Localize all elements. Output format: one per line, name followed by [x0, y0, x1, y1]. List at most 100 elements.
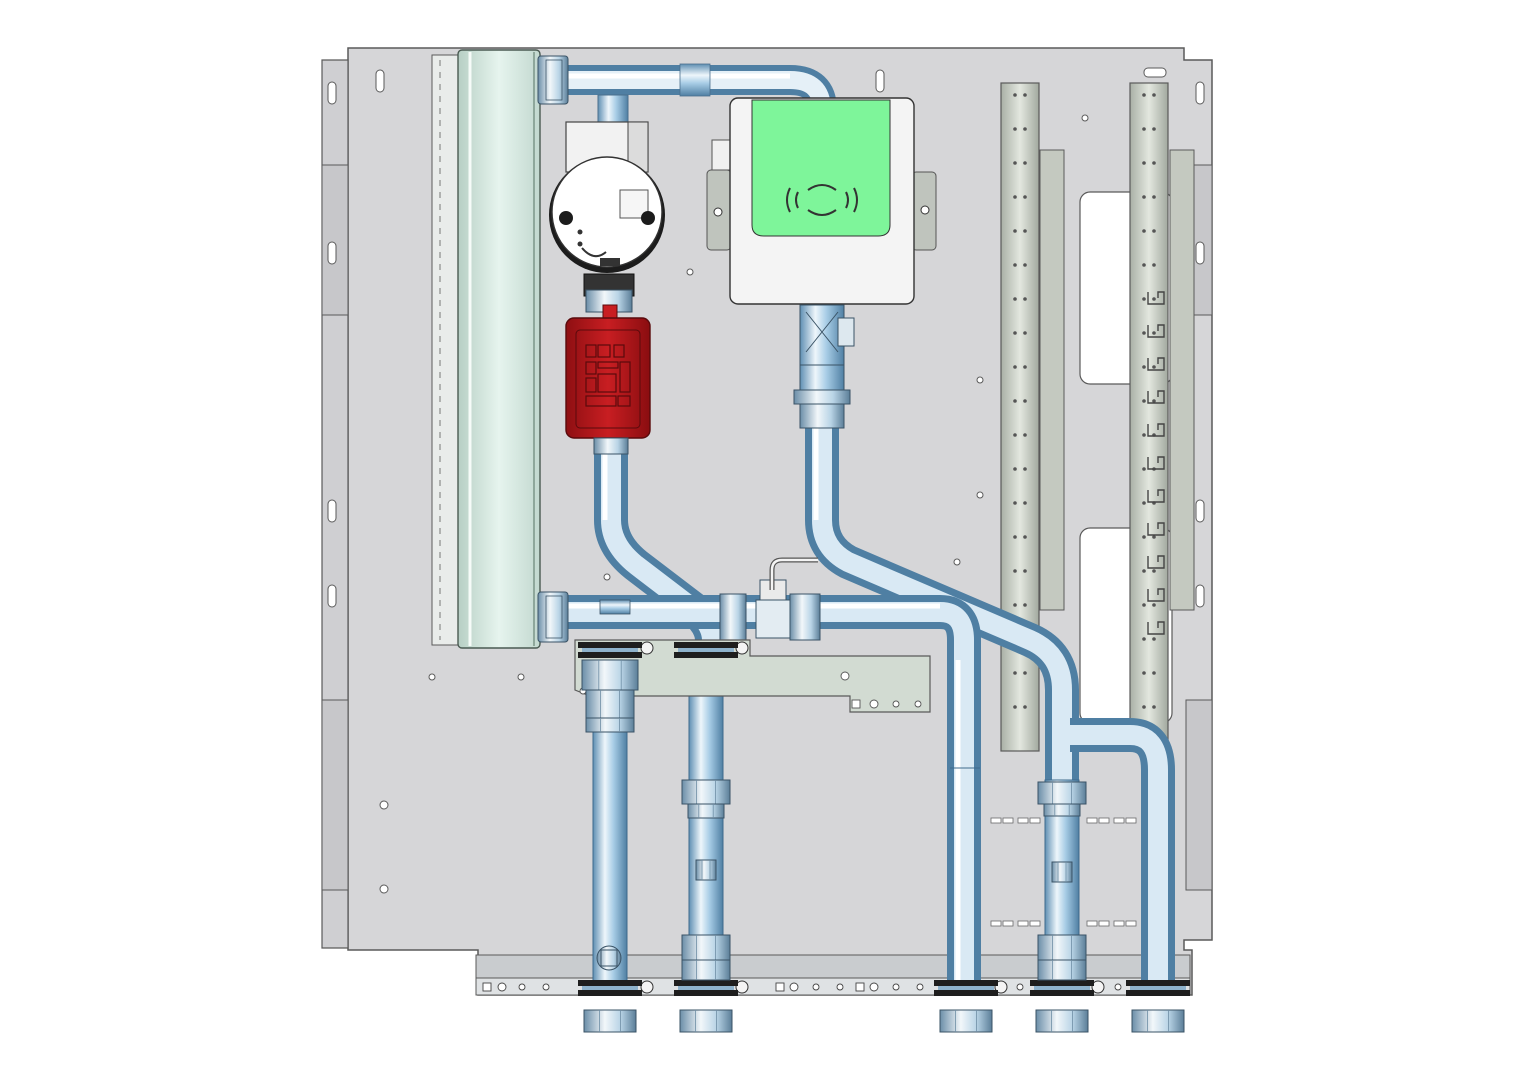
rail-hole [1142, 501, 1146, 505]
rail-hole [1013, 535, 1017, 539]
motor-face-icon [551, 156, 663, 268]
rail-hook [1147, 357, 1165, 371]
drain-valve-hex [600, 949, 618, 967]
circulation-pump [549, 121, 665, 313]
rail-hole [1142, 433, 1146, 437]
gasket-spacer [582, 648, 638, 652]
rail-hole [1023, 399, 1027, 403]
union-nut [1037, 934, 1087, 962]
gasket-ring [1126, 980, 1190, 986]
union-nut [585, 717, 635, 733]
rail-hole [1013, 399, 1017, 403]
rail-hole [1142, 161, 1146, 165]
rail-hook [1147, 588, 1165, 602]
rail-hole [1142, 331, 1146, 335]
rail-hole [1142, 399, 1146, 403]
gasket-ring [578, 652, 642, 658]
rail-hole [1023, 671, 1027, 675]
rail-hole [1013, 671, 1017, 675]
rail-hole [1023, 705, 1027, 709]
manifold-fittings [719, 579, 821, 641]
gasket-ring [578, 642, 642, 648]
gasket-spacer [678, 648, 734, 652]
rail-hole [1023, 93, 1027, 97]
rail-hole [1152, 365, 1156, 369]
temperature-sensor [769, 557, 818, 590]
union-nut [681, 779, 731, 805]
rail-hole [1152, 195, 1156, 199]
rail-hole [1152, 229, 1156, 233]
union-nut [939, 1009, 993, 1033]
rail-hole [1023, 229, 1027, 233]
rail-hole [1142, 263, 1146, 267]
gasket-ring [674, 642, 738, 648]
rail-hole [1152, 331, 1156, 335]
union-nut [695, 859, 717, 881]
rail-hook [1147, 555, 1165, 569]
rail-hole [1152, 297, 1156, 301]
rail-hole [1013, 297, 1017, 301]
gasket-ring [1126, 990, 1190, 996]
union-nut [1037, 781, 1087, 805]
rail-hook [1147, 522, 1165, 536]
pipe-unions [581, 659, 1185, 1033]
electronic-controller [706, 97, 937, 429]
rail-hole [1152, 603, 1156, 607]
rail-hook [1147, 324, 1165, 338]
rail-hole [1023, 365, 1027, 369]
pipe-bracket [574, 639, 931, 713]
gasket-ring [578, 980, 642, 986]
rail-hole [1023, 195, 1027, 199]
rail-hole [1142, 365, 1146, 369]
gasket-spacer [678, 986, 734, 990]
gasket-ring [578, 990, 642, 996]
rail-hook [1147, 489, 1165, 503]
rail-hole [1013, 603, 1017, 607]
gasket-spacer [582, 986, 638, 990]
plate-heat-exchanger [431, 49, 541, 649]
gasket-ring [674, 990, 738, 996]
gasket-spacer [1130, 986, 1186, 990]
rail-hole [1023, 127, 1027, 131]
gasket-ring [934, 980, 998, 986]
union-nut [1131, 1009, 1185, 1033]
mounting-plate [321, 47, 1213, 996]
rail-hole [1152, 127, 1156, 131]
rail-hole [1023, 603, 1027, 607]
rail-hole [1142, 297, 1146, 301]
rail-hook [1147, 423, 1165, 437]
rail-hole [1023, 535, 1027, 539]
rail-hole [1013, 365, 1017, 369]
rail-hole [1023, 161, 1027, 165]
union-nut [1035, 1009, 1089, 1033]
gasket-ring [674, 652, 738, 658]
rail-hole [1023, 501, 1027, 505]
union-nut [1043, 803, 1081, 817]
union-nut [581, 659, 639, 691]
union-nut [681, 959, 731, 981]
rail-hole [1142, 637, 1146, 641]
exchanger-ports [537, 55, 631, 643]
rail-hole [1152, 671, 1156, 675]
rail-hole [1142, 467, 1146, 471]
rail-hole [1013, 501, 1017, 505]
rail-hole [1023, 569, 1027, 573]
rail-hole [1152, 161, 1156, 165]
rail-hole [1152, 535, 1156, 539]
gasket-ring [674, 980, 738, 986]
rail-hole [1142, 705, 1146, 709]
rail-hole [1013, 263, 1017, 267]
gaskets [578, 642, 1190, 996]
rail-hole [1152, 637, 1156, 641]
gasket-spacer [1034, 986, 1090, 990]
signal-waves-icon [786, 184, 858, 216]
rail-hole [1152, 263, 1156, 267]
rail-hole [1013, 331, 1017, 335]
rail-hole [1013, 161, 1017, 165]
rail-hole [1152, 93, 1156, 97]
rail-hole [1152, 705, 1156, 709]
rail-hook [1147, 291, 1165, 305]
rail-hole [1023, 331, 1027, 335]
rail-hook [1147, 621, 1165, 635]
rail-hole [1142, 195, 1146, 199]
